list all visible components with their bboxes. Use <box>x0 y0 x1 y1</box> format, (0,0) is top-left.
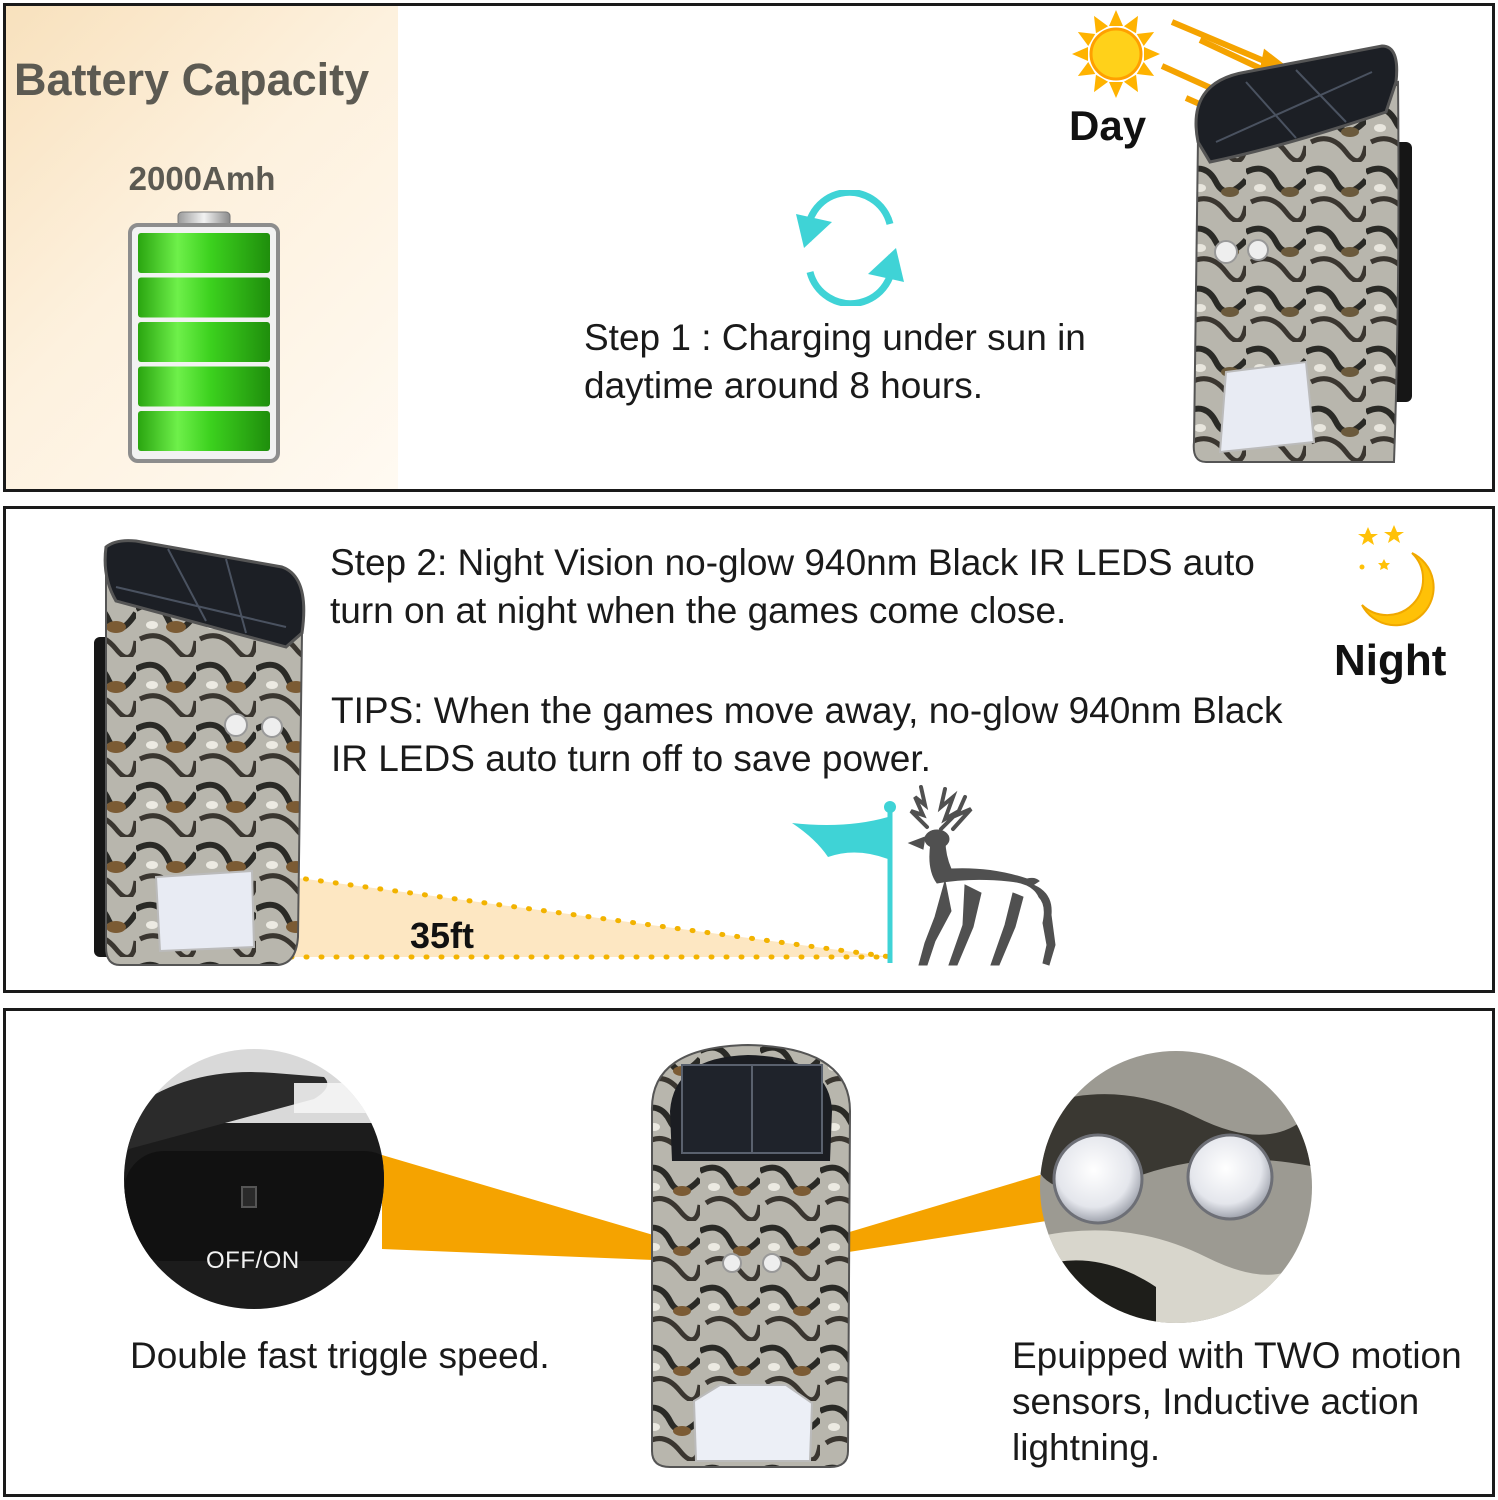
sun-ray <box>1109 82 1123 98</box>
solar-light-device <box>1192 44 1412 463</box>
speed-description: Double fast triggle speed. <box>130 1335 550 1376</box>
step1-description: Step 1 : Charging under sun in daytime a… <box>584 317 1086 406</box>
switch-zoom-circle <box>124 1049 384 1309</box>
sun-ray <box>1094 15 1109 34</box>
flag-icon <box>792 801 896 963</box>
battery-cell <box>138 366 270 407</box>
range-label: 35ft <box>410 915 475 956</box>
moon-stars-icon <box>1358 525 1435 627</box>
battery-cell <box>138 411 270 451</box>
night-label: Night <box>1334 636 1447 685</box>
tips-description: TIPS: When the games move away, no-glow … <box>331 690 1283 779</box>
solar-light-front-view <box>650 1043 852 1468</box>
sun-ray <box>1094 74 1109 93</box>
battery-capacity: 2000Amh <box>128 160 276 197</box>
sensor-description: Epuipped with TWO motion sensors, Induct… <box>1012 1335 1462 1468</box>
charging-panel: Battery Capacity 2000Amh Step 1 : Charg <box>3 3 1495 492</box>
battery-cell <box>138 233 270 273</box>
battery-cell <box>138 322 270 362</box>
features-panel: OFF/ON <box>3 1008 1495 1497</box>
sun-icon <box>1072 10 1160 98</box>
sun-ray <box>1077 61 1096 76</box>
deer-icon <box>907 785 1056 966</box>
sun-ray <box>1123 15 1138 34</box>
battery-cell <box>138 277 270 318</box>
day-label: Day <box>1069 102 1147 149</box>
battery-icon <box>128 211 280 463</box>
detection-range-cone <box>243 868 894 960</box>
step2-description: Step 2: Night Vision no-glow 940nm Black… <box>330 542 1255 631</box>
night-vision-panel: Step 2: Night Vision no-glow 940nm Black… <box>3 506 1495 993</box>
sun-ray <box>1077 32 1096 47</box>
sun-ray <box>1144 47 1160 61</box>
switch-label: OFF/ON <box>206 1247 300 1274</box>
sun-ray <box>1109 10 1123 26</box>
sun-ray <box>1123 74 1138 93</box>
sun-ray <box>1072 47 1088 61</box>
solar-light-device-night <box>94 539 306 966</box>
sensor-zoom-circle <box>1040 1051 1312 1323</box>
refresh-cycle-icon <box>796 190 904 306</box>
sun-ray <box>1136 32 1155 47</box>
battery-title: Battery Capacity <box>14 54 370 105</box>
sun-ray <box>1136 61 1155 76</box>
